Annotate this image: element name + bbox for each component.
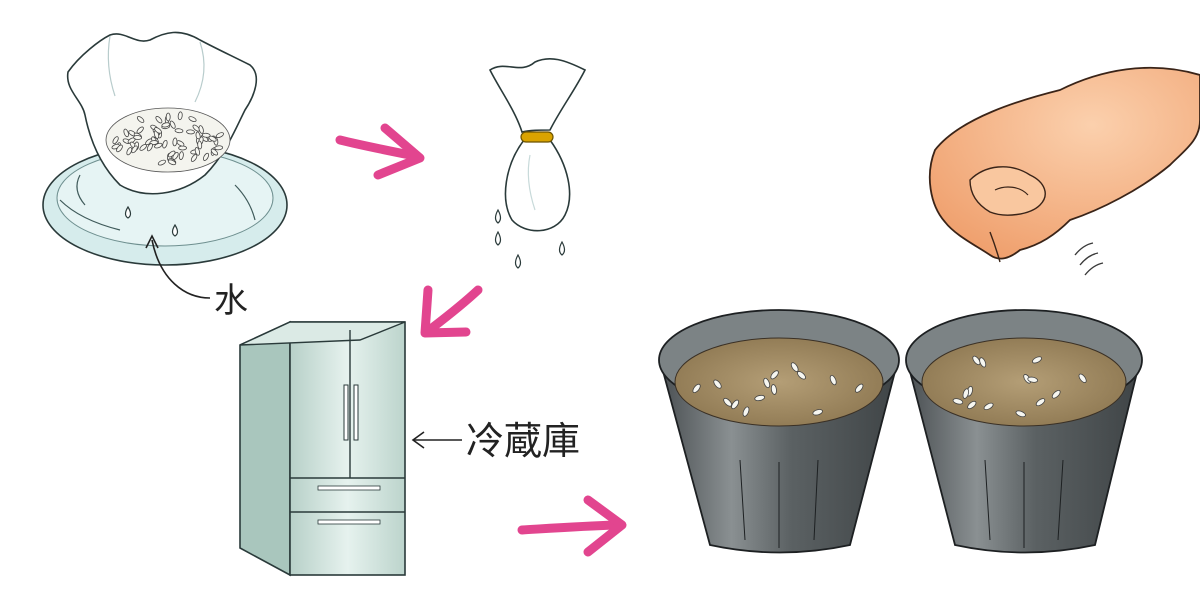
cloth-top	[488, 58, 587, 133]
seed-icon	[169, 120, 176, 129]
seed-icon	[979, 357, 987, 368]
seed-icon	[972, 355, 981, 366]
arrow-icon	[335, 123, 425, 180]
water-drop-icon	[494, 208, 502, 224]
seed-icon	[174, 128, 184, 134]
seed-icon	[215, 132, 225, 139]
seed-icon	[131, 145, 138, 154]
pot-left	[658, 309, 900, 554]
seed-icon	[167, 150, 176, 158]
rubber-band	[520, 131, 554, 143]
water-label: 水	[214, 281, 248, 321]
pot-right	[905, 309, 1143, 554]
seed-icon	[763, 377, 771, 389]
pot-left-seeds	[692, 362, 864, 417]
seed-icon	[1051, 389, 1061, 399]
seed-icon	[177, 111, 183, 121]
seed-icon	[112, 136, 119, 145]
seed-icon	[176, 140, 185, 147]
seed-icon	[855, 383, 864, 393]
seed-icon	[812, 409, 823, 416]
seed-icon	[770, 384, 777, 395]
seed-icon	[136, 126, 144, 134]
cloth-bag	[504, 139, 571, 232]
water-drop-icon	[171, 223, 179, 237]
seed-icon	[186, 129, 195, 135]
seed-icon	[952, 398, 964, 405]
pot-right-seeds	[952, 355, 1087, 418]
seed-icon	[754, 394, 766, 402]
seed-icon	[167, 159, 177, 166]
step-tied-cloth	[488, 58, 587, 269]
fridge-pointer-head	[411, 431, 425, 449]
seed-icon	[201, 132, 211, 138]
water-drop-icon	[124, 205, 132, 219]
seed-icon	[210, 148, 219, 156]
seed-icon	[967, 400, 977, 410]
hand-icon	[928, 66, 1200, 276]
water-pointer-line	[151, 239, 211, 299]
seed-icon	[133, 135, 142, 140]
step-refrigerator: 冷蔵庫	[239, 320, 580, 577]
seed-icon	[155, 116, 163, 124]
seed-icon	[157, 159, 167, 166]
step-soak-dish: 水	[42, 31, 288, 321]
seed-icon	[165, 112, 171, 122]
seed-icon	[162, 139, 168, 149]
fridge-side	[239, 320, 291, 577]
seed-icon	[983, 402, 994, 411]
seed-icon	[713, 379, 722, 389]
water-drop-icon	[514, 253, 522, 269]
fridge-label: 冷蔵庫	[466, 419, 580, 463]
seed-icon	[742, 406, 750, 417]
seed-icon	[1032, 356, 1042, 364]
seed-icon	[692, 383, 701, 393]
seed-icon	[123, 128, 129, 138]
seed-icon	[188, 116, 197, 123]
fridge-drawer-handle	[317, 485, 381, 491]
seed-icon	[116, 144, 123, 153]
seed-icon	[797, 371, 806, 380]
fridge-drawer-handle	[317, 519, 381, 525]
seed-icon	[202, 152, 210, 161]
seed-icon	[126, 147, 133, 156]
seed-icon	[197, 140, 203, 150]
fridge-handle-right	[353, 384, 359, 441]
seed-icon	[194, 147, 201, 156]
seed-icon	[154, 127, 162, 134]
seed-icon	[146, 143, 153, 152]
seed-icon	[790, 362, 799, 372]
fridge-front	[289, 321, 406, 576]
arrow-icon	[517, 495, 627, 557]
arrow-icon	[420, 285, 483, 338]
seed-icon	[1078, 373, 1087, 383]
seed-icon	[731, 399, 740, 410]
seed-icon	[1015, 410, 1026, 418]
water-pointer-head	[145, 234, 159, 249]
fridge-handle-left	[343, 384, 349, 441]
seed-icon	[198, 125, 204, 134]
seed-icon	[829, 374, 837, 386]
seed-icon	[136, 116, 145, 123]
dish-seed-group	[111, 111, 225, 166]
seed-icon	[770, 370, 779, 380]
seed-icon	[1027, 376, 1039, 383]
soaked-seeds	[105, 107, 231, 173]
seed-icon	[178, 151, 184, 160]
seed-icon	[962, 388, 970, 399]
seed-icon	[1035, 398, 1046, 407]
water-drop-icon	[558, 240, 566, 256]
soil-left	[674, 337, 884, 427]
seed-icon	[214, 145, 224, 151]
water-drop-icon	[494, 230, 502, 246]
seed-icon	[161, 122, 171, 128]
